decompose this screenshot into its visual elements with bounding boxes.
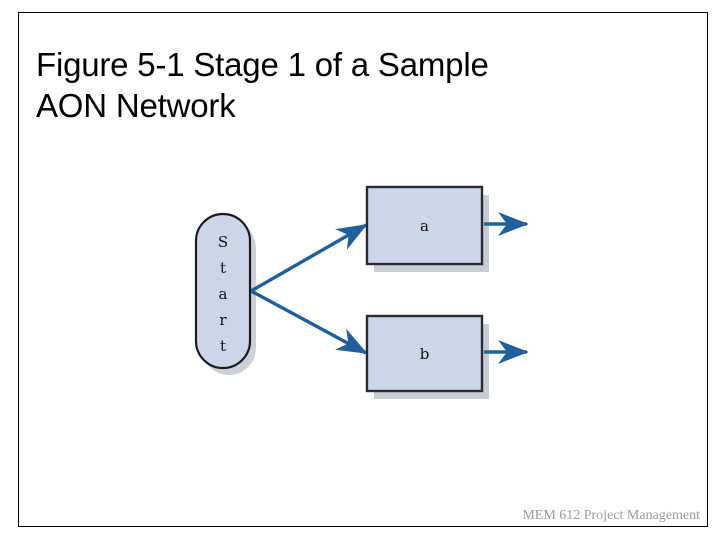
node-start-letter-5: t	[219, 337, 227, 355]
aon-network-diagram: S t a r t a b	[18, 12, 708, 527]
node-b-label: b	[419, 345, 430, 363]
arrow-start-to-b	[250, 289, 368, 355]
arrows	[250, 212, 529, 364]
node-start-letter-3: a	[218, 285, 228, 303]
nodes	[194, 185, 484, 393]
node-start[interactable]	[194, 212, 252, 370]
node-a-label: a	[420, 217, 429, 235]
diagram-canvas	[194, 185, 529, 399]
node-start-label: S t a r t	[196, 229, 250, 359]
node-start-letter-4: r	[219, 311, 227, 329]
node-a[interactable]	[365, 185, 484, 266]
slide-frame	[18, 12, 708, 527]
node-b[interactable]	[365, 314, 484, 393]
node-start-letter-2: t	[219, 259, 227, 277]
slide-footer: MEM 612 Project Management	[522, 508, 700, 523]
node-start-letter-1: S	[217, 233, 229, 251]
arrow-start-to-a	[250, 223, 368, 293]
page-title: Figure 5-1 Stage 1 of a Sample AON Netwo…	[36, 46, 489, 125]
